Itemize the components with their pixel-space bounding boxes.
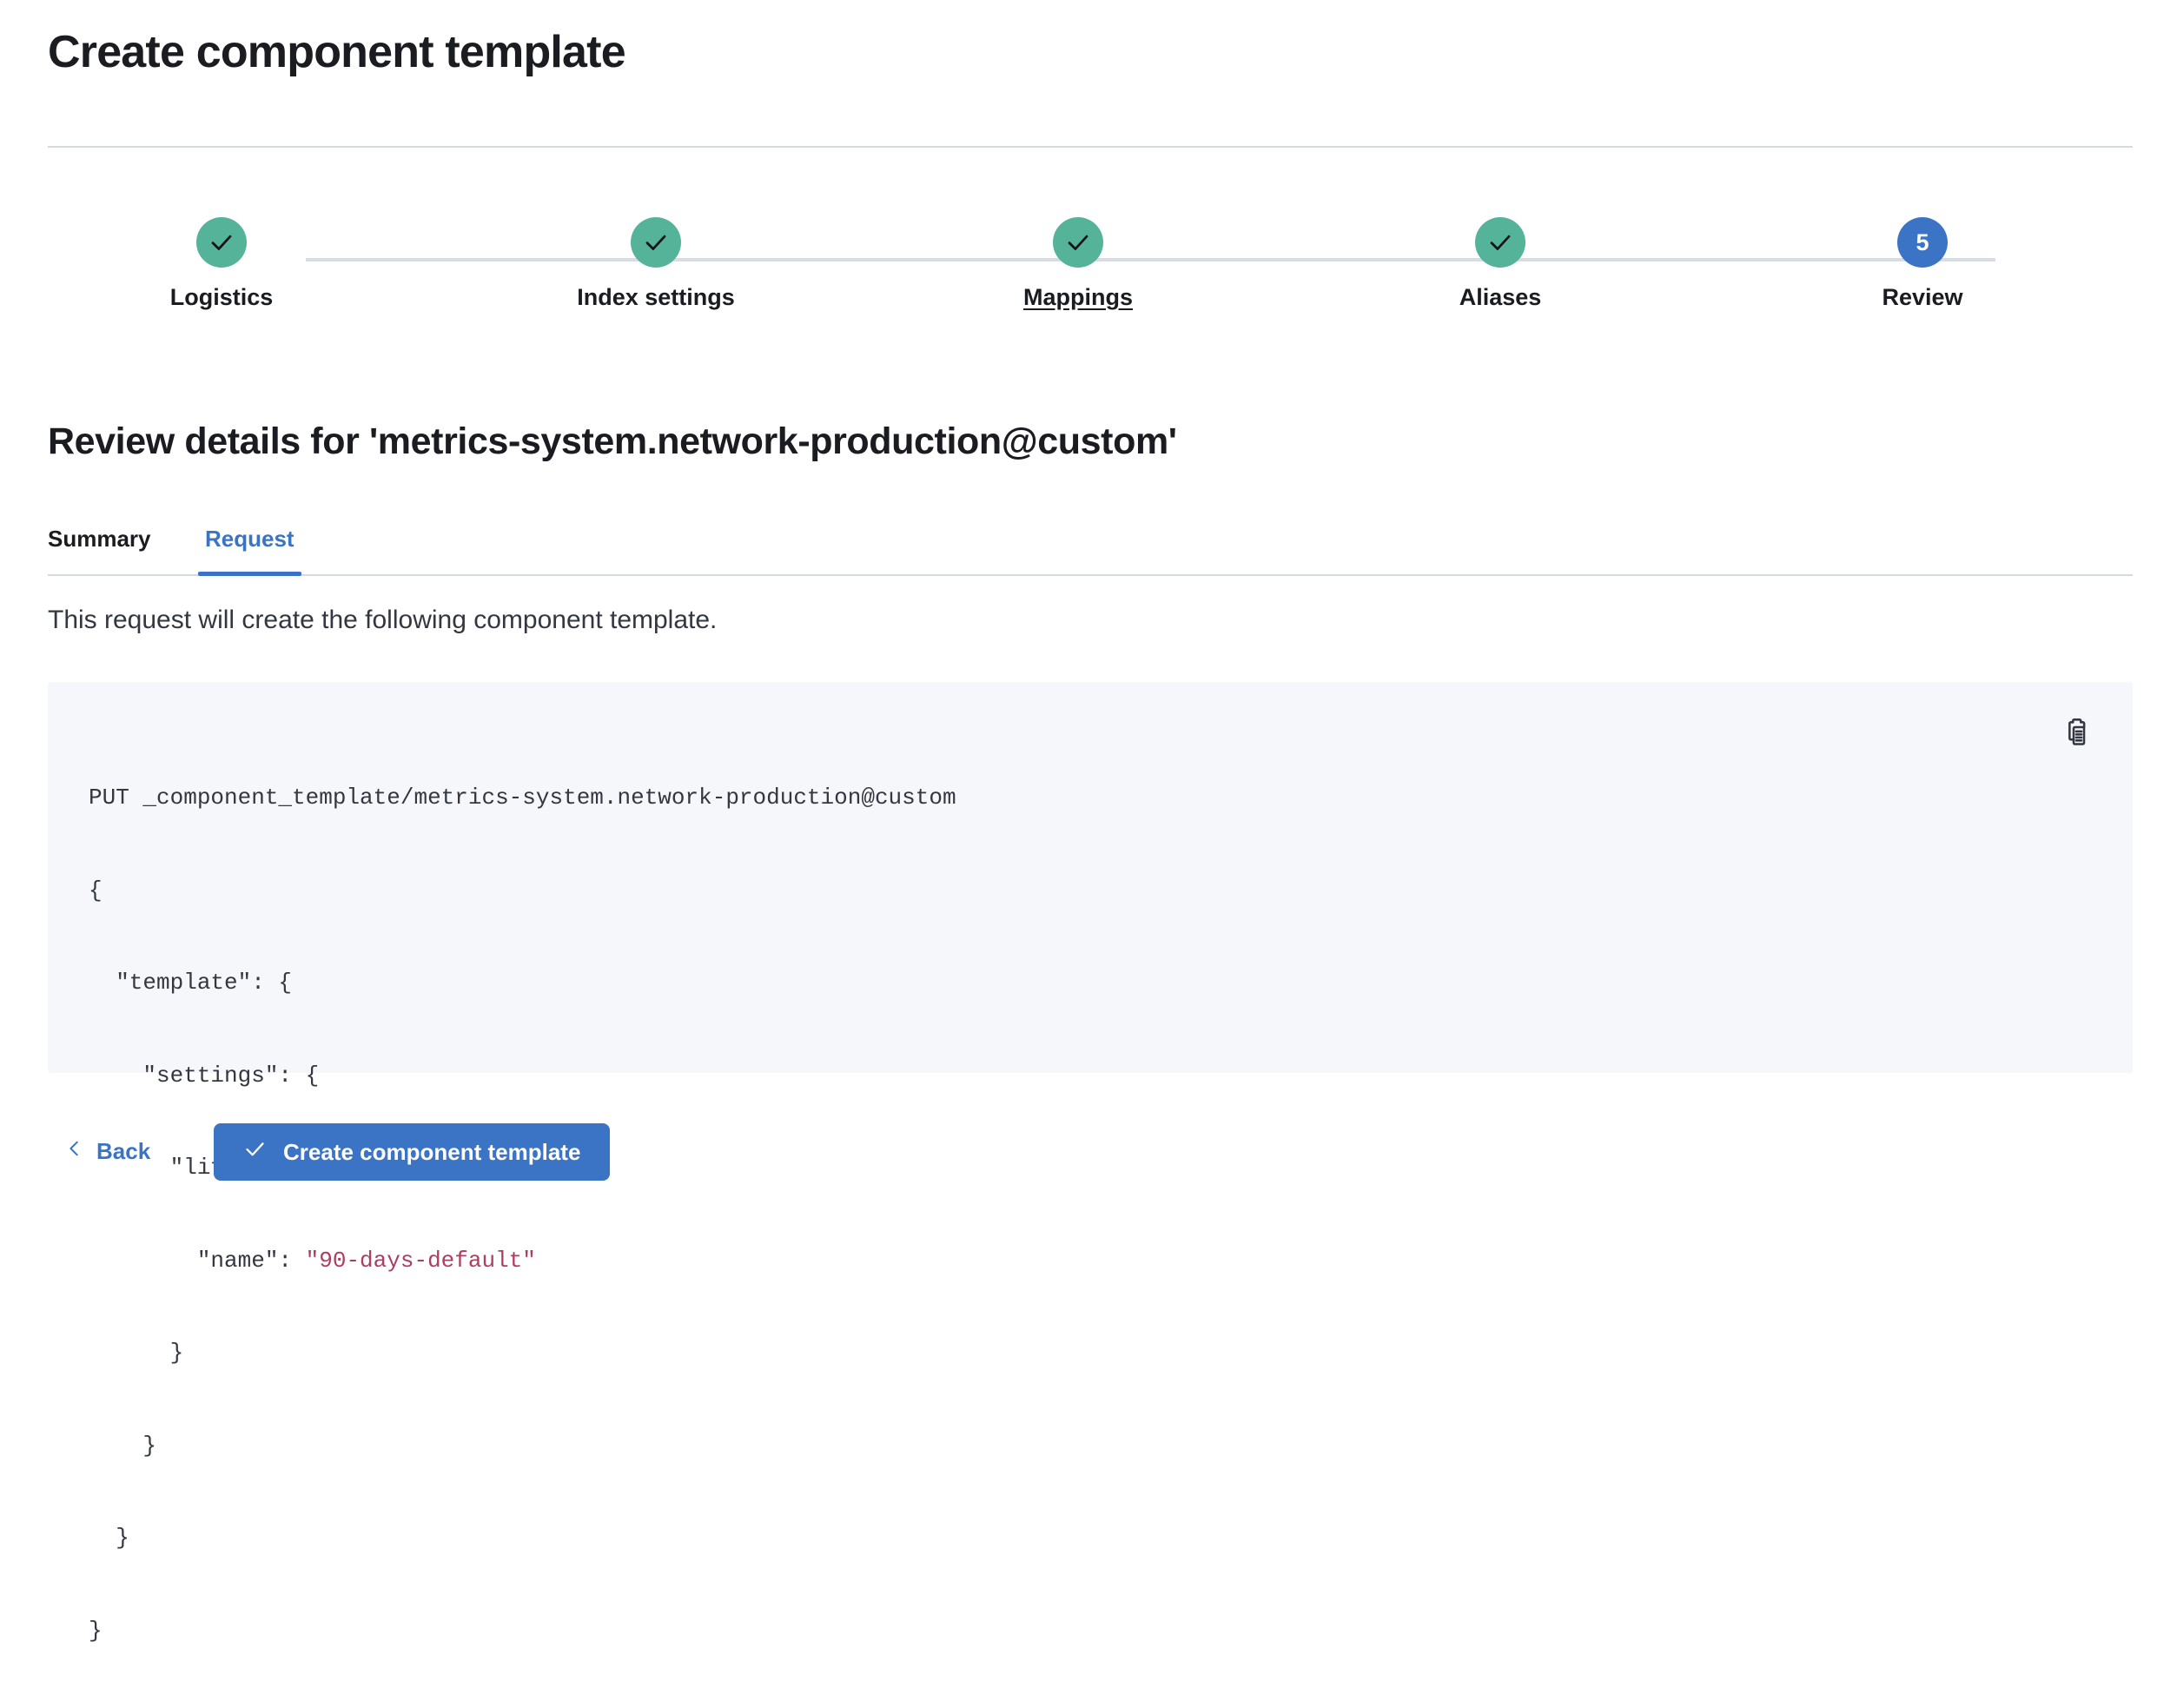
- stepper-step-mappings[interactable]: Mappings: [948, 217, 1208, 309]
- check-icon: [208, 229, 235, 255]
- wizard-stepper: Logistics Index settings Mappings Aliase…: [48, 217, 2133, 348]
- stepper-step-aliases[interactable]: Aliases: [1370, 217, 1631, 309]
- clipboard-copy-icon[interactable]: [2058, 714, 2094, 751]
- check-icon: [643, 229, 669, 255]
- stepper-label-review: Review: [1792, 286, 2053, 309]
- request-description: This request will create the following c…: [48, 606, 717, 635]
- step-circle-index-settings[interactable]: [631, 217, 681, 268]
- stepper-step-index-settings[interactable]: Index settings: [526, 217, 786, 309]
- back-button[interactable]: Back: [65, 1121, 150, 1182]
- step-circle-mappings[interactable]: [1053, 217, 1103, 268]
- step-circle-logistics[interactable]: [196, 217, 247, 268]
- code-line: "settings": {: [89, 1061, 956, 1092]
- page-title: Create component template: [48, 26, 625, 78]
- code-line-method: PUT _component_template/metrics-system.n…: [89, 783, 956, 814]
- tabs-underline: [48, 574, 2133, 576]
- back-button-label: Back: [96, 1138, 150, 1165]
- request-code-panel: PUT _component_template/metrics-system.n…: [48, 682, 2133, 1073]
- review-heading: Review details for 'metrics-system.netwo…: [48, 420, 1177, 463]
- code-line-name-value: "name": "90-days-default": [89, 1246, 956, 1277]
- code-line: }: [89, 1616, 956, 1647]
- code-line: }: [89, 1431, 956, 1462]
- stepper-step-review[interactable]: 5 Review: [1792, 217, 2053, 309]
- code-line: "template": {: [89, 968, 956, 999]
- code-line: }: [89, 1523, 956, 1554]
- step-number-review: 5: [1916, 231, 1929, 255]
- create-component-template-button[interactable]: Create component template: [214, 1123, 610, 1181]
- stepper-label-aliases: Aliases: [1370, 286, 1631, 309]
- chevron-left-icon: [65, 1136, 84, 1167]
- request-code-block: PUT _component_template/metrics-system.n…: [89, 721, 956, 1708]
- check-icon: [1065, 229, 1091, 255]
- check-icon: [1487, 229, 1513, 255]
- stepper-label-index-settings: Index settings: [526, 286, 786, 309]
- step-circle-review[interactable]: 5: [1897, 217, 1948, 268]
- create-component-template-label: Create component template: [283, 1139, 580, 1166]
- code-line: {: [89, 876, 956, 907]
- code-key-name: "name":: [89, 1248, 306, 1274]
- tab-request[interactable]: Request: [205, 521, 294, 576]
- review-tabs: Summary Request: [48, 521, 2133, 576]
- stepper-label-logistics: Logistics: [91, 286, 352, 309]
- header-divider: [48, 146, 2133, 148]
- stepper-step-logistics[interactable]: Logistics: [91, 217, 352, 309]
- check-icon: [243, 1137, 267, 1167]
- stepper-label-mappings[interactable]: Mappings: [948, 286, 1208, 309]
- tab-summary[interactable]: Summary: [48, 521, 151, 576]
- code-line: }: [89, 1338, 956, 1369]
- code-string-value: "90-days-default": [306, 1248, 536, 1274]
- step-circle-aliases[interactable]: [1475, 217, 1525, 268]
